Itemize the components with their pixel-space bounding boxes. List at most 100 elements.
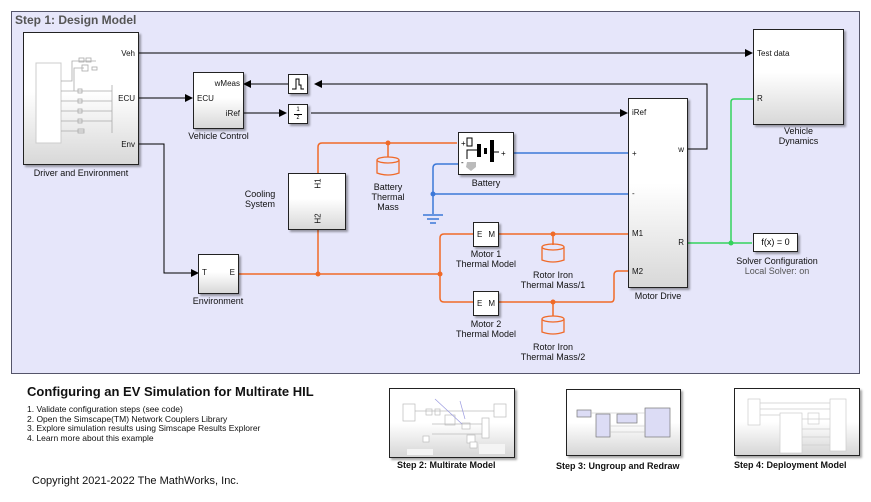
vehicle-dynamics-block[interactable]: Test data R — [753, 29, 844, 125]
r1-line1: Rotor Iron — [532, 270, 574, 280]
delay-numerator: 1 — [294, 107, 302, 115]
thermal-cooling-battery[interactable] — [317, 142, 457, 173]
solver-configuration-label: Solver Configuration Local Solver: on — [722, 256, 832, 276]
rotor-thermal-mass2-label: Rotor Iron Thermal Mass/2 — [508, 342, 598, 362]
port-t: T — [202, 268, 207, 277]
step3-label[interactable]: Step 3: Ungroup and Redraw — [556, 461, 680, 471]
battery-block[interactable]: + - + — [458, 132, 514, 175]
doc-link-library[interactable]: 2. Open the Simscape(TM) Network Coupler… — [27, 413, 228, 424]
doc-link-learn[interactable]: 4. Learn more about this example — [27, 432, 154, 443]
port-wmeas: wMeas — [214, 79, 240, 88]
thermal-motor2[interactable] — [439, 274, 473, 303]
doc-link-explore[interactable]: 3. Explore simulation results using Sims… — [27, 423, 261, 433]
svg-text:-: - — [461, 158, 464, 167]
port-env: Env — [121, 140, 135, 149]
btm-line1: Battery — [373, 182, 403, 192]
solver-configuration-block[interactable]: f(x) = 0 — [753, 233, 798, 252]
vehicle-dynamics-label: Vehicle Dynamics — [753, 126, 844, 146]
port-test-data: Test data — [757, 49, 790, 58]
btm-line3: Mass — [377, 202, 399, 212]
motor2-thermal-label: Motor 2 Thermal Model — [446, 319, 526, 339]
r2-line2: Thermal Mass/2 — [520, 352, 586, 362]
port-e: E — [477, 230, 483, 239]
m2-line1: Motor 2 — [470, 319, 502, 329]
environment-label: Environment — [192, 296, 244, 306]
port-h2: H2 — [313, 213, 323, 224]
port-e: E — [229, 268, 235, 277]
rotor-thermal-mass1-label: Rotor Iron Thermal Mass/1 — [508, 270, 598, 290]
m1-line2: Thermal Model — [455, 259, 517, 269]
btm-line2: Thermal — [371, 192, 405, 202]
rotor-thermal-mass2-icon[interactable] — [541, 315, 567, 337]
subsystem-preview-icon — [35, 57, 113, 144]
port-iref-out: iRef — [225, 109, 240, 118]
port-ecu-in: ECU — [197, 94, 214, 103]
doc-links: 1. Validate configuration steps (see cod… — [27, 404, 261, 443]
r1-line2: Thermal Mass/1 — [520, 280, 586, 290]
doc-link-validate[interactable]: 1. Validate configuration steps (see cod… — [27, 404, 183, 414]
port-r: R — [757, 94, 763, 103]
motor-drive-block[interactable]: iRef + w - M1 R M2 — [628, 98, 688, 288]
port-m: M — [488, 299, 495, 308]
vehicle-control-block[interactable]: wMeas ECU iRef — [193, 72, 244, 129]
port-veh: Veh — [121, 49, 135, 58]
vehicle-control-label: Vehicle Control — [188, 131, 249, 141]
svg-text:+: + — [501, 149, 506, 158]
port-m2: M2 — [632, 267, 644, 276]
zero-order-hold-icon — [292, 78, 304, 90]
r2-line1: Rotor Iron — [532, 342, 574, 352]
port-r: R — [678, 238, 684, 247]
motor-drive-label: Motor Drive — [634, 291, 682, 301]
solver-label: Solver Configuration — [736, 256, 818, 266]
doc-title: Configuring an EV Simulation for Multira… — [27, 384, 314, 399]
thermal-m2[interactable] — [498, 270, 629, 303]
step3-thumbnail[interactable] — [566, 389, 681, 456]
svg-text:+: + — [461, 139, 466, 148]
step4-thumbnail[interactable] — [734, 388, 860, 456]
signal-env[interactable] — [138, 143, 199, 277]
mech-r-vehicle[interactable] — [730, 98, 753, 243]
solver-sublabel: Local Solver: on — [744, 266, 810, 276]
vd-line2: Dynamics — [778, 136, 819, 146]
model-preview-icon — [576, 407, 671, 438]
port-iref: iRef — [632, 108, 647, 117]
zero-order-hold-block[interactable] — [288, 74, 308, 94]
delay-denominator: z — [296, 115, 300, 121]
motor2-thermal-block[interactable]: E M — [473, 291, 499, 316]
step4-label[interactable]: Step 4: Deployment Model — [734, 460, 847, 470]
battery-label: Battery — [471, 178, 501, 188]
environment-block[interactable]: T E — [198, 254, 239, 294]
thermal-motor1[interactable] — [439, 233, 473, 274]
solver-text: f(x) = 0 — [761, 237, 790, 247]
m1-line1: Motor 1 — [470, 249, 502, 259]
cooling-system-block[interactable]: H1 H2 — [288, 173, 346, 230]
port-m1: M1 — [632, 229, 644, 238]
model-preview-icon — [747, 398, 847, 454]
electrical-ground-icon — [423, 214, 443, 224]
model-preview-icon — [402, 398, 507, 455]
battery-thermal-mass-icon[interactable] — [376, 156, 402, 178]
copyright: Copyright 2021-2022 The MathWorks, Inc. — [32, 475, 239, 487]
battery-thermal-mass-label: Battery Thermal Mass — [358, 182, 418, 212]
port-w: w — [678, 145, 684, 154]
port-ecu: ECU — [118, 94, 135, 103]
port-m: M — [488, 230, 495, 239]
elec-battery-minus[interactable] — [432, 163, 461, 214]
driver-and-environment-label: Driver and Environment — [33, 168, 129, 178]
port-plus: + — [632, 149, 637, 158]
area-title: Step 1: Design Model — [15, 13, 137, 27]
cooling-system-label: Cooling System — [240, 189, 280, 209]
unit-delay-block[interactable]: 1 z — [288, 104, 308, 124]
port-h1: H1 — [313, 178, 323, 189]
step2-label[interactable]: Step 2: Multirate Model — [397, 460, 496, 470]
motor1-thermal-label: Motor 1 Thermal Model — [446, 249, 526, 269]
step2-thumbnail[interactable] — [389, 388, 515, 458]
motor1-thermal-block[interactable]: E M — [473, 222, 499, 247]
signal-w[interactable] — [314, 80, 708, 150]
driver-and-environment-block[interactable]: Veh ECU Env — [23, 32, 139, 165]
vd-line1: Vehicle — [783, 126, 814, 136]
rotor-thermal-mass1-icon[interactable] — [541, 243, 567, 265]
cooling-label-line2: System — [244, 199, 275, 209]
battery-icon: + - + — [461, 137, 506, 171]
